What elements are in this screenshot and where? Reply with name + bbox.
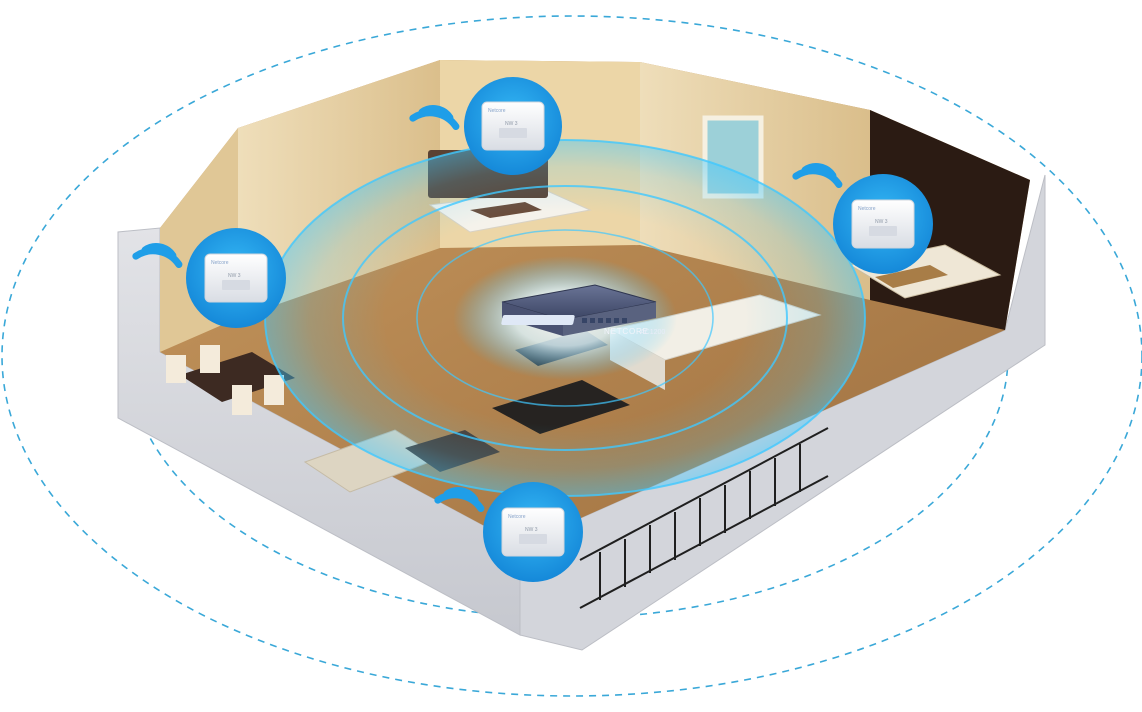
wifi-signal-icon [434,487,485,513]
access-point-right-port [869,226,897,236]
wifi-signal-icon [132,243,183,269]
dining-chair-4 [264,375,284,405]
access-point-bottom-brand: Netcore [508,514,526,520]
router-port-icons [582,318,627,323]
dining-chair-1 [166,355,186,383]
wifi-signal-icon [792,163,843,189]
access-point-left-device [204,253,268,303]
dining-chair-2 [200,345,220,373]
access-point-bottom-model: NW 3 [525,527,538,533]
router-brand-text: NETCORE [604,327,649,336]
coverage-ring-inner-2 [342,185,788,451]
access-point-left-brand: Netcore [211,260,229,266]
coverage-ring-inner-3 [416,229,714,407]
central-router: NETCORE AC1200 [501,284,665,336]
access-point-top-device [481,101,545,151]
access-point-right-model: NW 3 [875,219,888,225]
access-point-right-device [851,199,915,249]
dining-chair-3 [232,385,252,415]
access-point-bottom: Netcore NW 3 [483,482,583,582]
access-point-left-port [222,280,250,290]
access-point-top-port [499,128,527,138]
router-port-panel [501,315,575,325]
access-point-left: Netcore NW 3 [186,228,286,328]
stair-railing [579,427,829,609]
access-point-bottom-port [519,534,547,544]
access-point-right: Netcore NW 3 [833,174,933,274]
right-bedroom-runner [875,265,948,288]
access-point-top-brand: Netcore [488,108,506,114]
access-point-left-model: NW 3 [228,273,241,279]
access-point-top: Netcore NW 3 [464,77,562,175]
dining-table [180,352,295,402]
access-point-right-brand: Netcore [858,206,876,212]
wifi-signal-icon [409,105,460,131]
wifi-signal-icons [132,105,843,513]
access-point-bottom-device [501,507,565,557]
access-point-top-model: NW 3 [505,121,518,127]
router-model-text: AC1200 [640,329,665,336]
